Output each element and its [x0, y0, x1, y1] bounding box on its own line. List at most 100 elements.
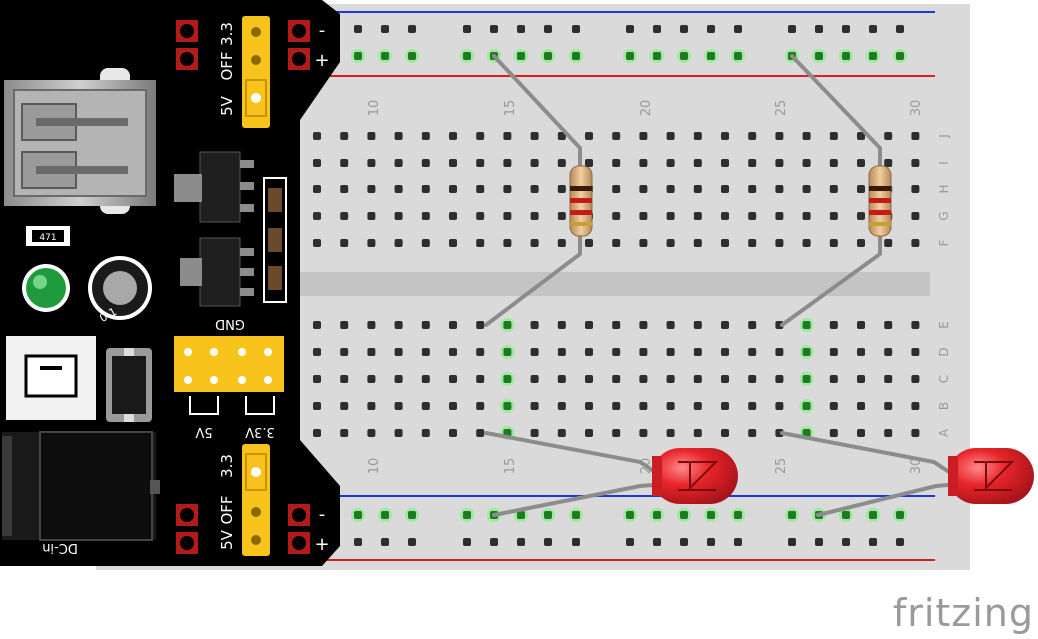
hole[interactable] [421, 212, 430, 220]
hole[interactable] [639, 375, 648, 383]
hole[interactable] [530, 375, 539, 383]
rail-hole[interactable] [544, 52, 552, 60]
rail-hole[interactable] [896, 511, 904, 519]
hole[interactable] [829, 212, 838, 220]
hole[interactable] [666, 375, 675, 383]
rail-hole[interactable] [896, 52, 904, 60]
hole[interactable] [557, 429, 566, 437]
hole[interactable] [802, 132, 811, 140]
rail-hole[interactable] [381, 511, 389, 519]
hole[interactable] [911, 159, 920, 167]
rail-hole[interactable] [869, 511, 877, 519]
hole[interactable] [557, 239, 566, 247]
hole[interactable] [748, 239, 757, 247]
hole[interactable] [503, 348, 512, 356]
hole[interactable] [585, 348, 593, 356]
rail-hole[interactable] [408, 538, 416, 546]
hole[interactable] [639, 212, 648, 220]
hole[interactable] [857, 212, 865, 220]
hole[interactable] [476, 159, 485, 167]
hole[interactable] [530, 159, 539, 167]
hole[interactable] [557, 212, 566, 220]
hole[interactable] [530, 239, 539, 247]
hole[interactable] [748, 321, 757, 329]
hole[interactable] [612, 212, 621, 220]
hole[interactable] [693, 375, 702, 383]
rail-hole[interactable] [842, 538, 850, 546]
hole[interactable] [367, 185, 376, 193]
hole[interactable] [802, 375, 811, 383]
hole[interactable] [748, 212, 757, 220]
hole[interactable] [557, 185, 566, 193]
hole[interactable] [313, 239, 321, 247]
hole[interactable] [503, 239, 512, 247]
rail-hole[interactable] [544, 538, 552, 546]
hole[interactable] [748, 132, 757, 140]
hole[interactable] [775, 185, 784, 193]
hole[interactable] [612, 159, 621, 167]
hole[interactable] [585, 429, 593, 437]
hole[interactable] [721, 375, 729, 383]
hole[interactable] [313, 132, 321, 140]
hole[interactable] [476, 212, 485, 220]
rail-hole[interactable] [680, 52, 688, 60]
hole[interactable] [340, 402, 349, 410]
rail-hole[interactable] [463, 538, 471, 546]
hole[interactable] [884, 375, 893, 383]
rail-hole[interactable] [653, 25, 661, 33]
hole[interactable] [476, 429, 485, 437]
hole[interactable] [421, 185, 430, 193]
hole[interactable] [585, 239, 593, 247]
hole[interactable] [666, 348, 675, 356]
hole[interactable] [857, 429, 865, 437]
power-switch[interactable]: 0 1 [88, 256, 152, 325]
hole[interactable] [884, 321, 893, 329]
rail-hole[interactable] [517, 511, 525, 519]
hole[interactable] [775, 402, 784, 410]
hole[interactable] [911, 402, 920, 410]
rail-hole[interactable] [408, 52, 416, 60]
rail-hole[interactable] [680, 538, 688, 546]
rail-hole[interactable] [815, 52, 823, 60]
hole[interactable] [857, 321, 865, 329]
hole[interactable] [721, 348, 729, 356]
hole[interactable] [313, 212, 321, 220]
hole[interactable] [911, 348, 920, 356]
hole[interactable] [394, 132, 403, 140]
hole[interactable] [693, 159, 702, 167]
hole[interactable] [421, 239, 430, 247]
hole[interactable] [394, 375, 403, 383]
hole[interactable] [449, 429, 457, 437]
hole[interactable] [639, 321, 648, 329]
hole[interactable] [394, 185, 403, 193]
hole[interactable] [530, 429, 539, 437]
rail-hole[interactable] [572, 25, 580, 33]
hole[interactable] [394, 159, 403, 167]
hole[interactable] [612, 239, 621, 247]
hole[interactable] [693, 402, 702, 410]
rail-hole[interactable] [544, 25, 552, 33]
rail-hole[interactable] [788, 511, 796, 519]
hole[interactable] [449, 321, 457, 329]
rail-hole[interactable] [896, 25, 904, 33]
hole[interactable] [476, 375, 485, 383]
hole[interactable] [829, 132, 838, 140]
rail-hole[interactable] [788, 538, 796, 546]
hole[interactable] [666, 132, 675, 140]
hole[interactable] [802, 402, 811, 410]
hole[interactable] [313, 402, 321, 410]
hole[interactable] [530, 132, 539, 140]
hole[interactable] [585, 375, 593, 383]
rail-hole[interactable] [626, 511, 634, 519]
hole[interactable] [394, 239, 403, 247]
hole[interactable] [693, 132, 702, 140]
hole[interactable] [693, 185, 702, 193]
hole[interactable] [775, 348, 784, 356]
hole[interactable] [884, 159, 893, 167]
rail-hole[interactable] [354, 25, 362, 33]
rail-hole[interactable] [626, 538, 634, 546]
rail-hole[interactable] [463, 25, 471, 33]
rail-hole[interactable] [734, 25, 742, 33]
hole[interactable] [313, 429, 321, 437]
hole[interactable] [884, 348, 893, 356]
